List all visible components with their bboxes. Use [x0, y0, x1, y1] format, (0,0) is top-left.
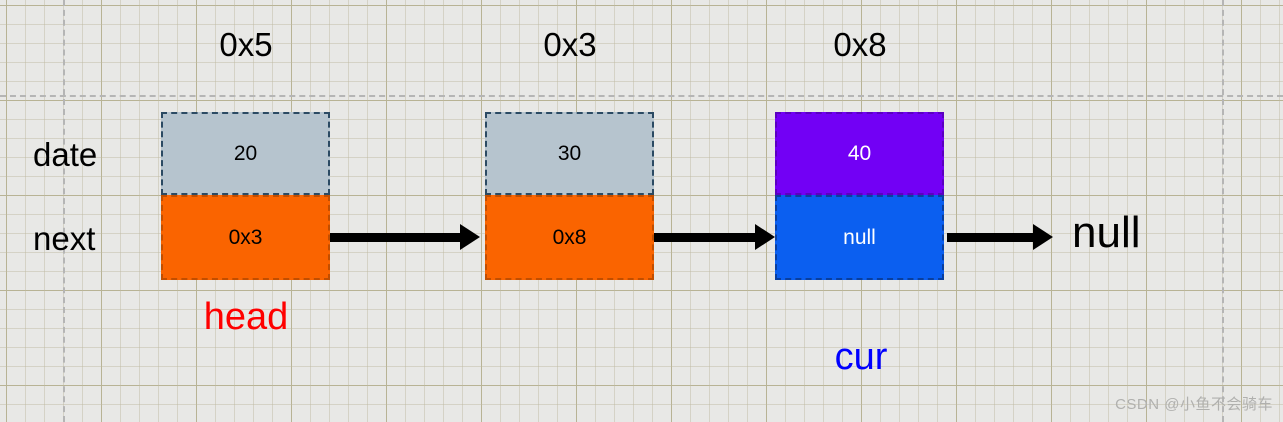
- node-address-1: 0x3: [543, 26, 597, 63]
- data-row-label: date: [33, 136, 98, 173]
- arrow-node0-to-node1: [330, 224, 480, 250]
- node-1-data-cell: 30: [485, 112, 654, 195]
- pointer-label-head: head: [203, 296, 289, 338]
- watermark-text: CSDN @小鱼不会骑车: [1115, 396, 1273, 413]
- node-0-data-cell: 20: [161, 112, 330, 195]
- list-node-0: 20 0x3: [161, 112, 330, 280]
- list-node-2: 40 null: [775, 112, 944, 280]
- tail-null-label: null: [1072, 208, 1141, 257]
- guide-line-left: [63, 0, 65, 422]
- arrow-node1-to-node2: [654, 224, 775, 250]
- node-1-next-cell: 0x8: [485, 195, 654, 280]
- node-2-data-cell: 40: [775, 112, 944, 195]
- node-0-next-cell: 0x3: [161, 195, 330, 280]
- guide-line-top: [0, 95, 1283, 97]
- node-address-2: 0x8: [833, 26, 887, 63]
- node-2-next-cell: null: [775, 195, 944, 280]
- next-row-label: next: [33, 220, 96, 257]
- arrow-node2-to-null: [947, 224, 1053, 250]
- guide-line-right: [1222, 0, 1224, 422]
- pointer-label-cur: cur: [834, 336, 888, 378]
- node-address-0: 0x5: [219, 26, 273, 63]
- list-node-1: 30 0x8: [485, 112, 654, 280]
